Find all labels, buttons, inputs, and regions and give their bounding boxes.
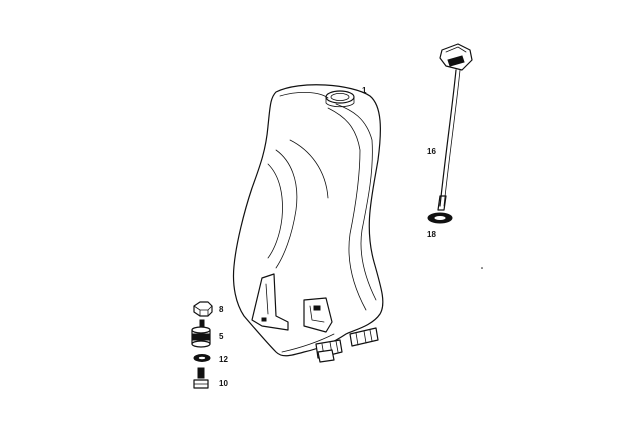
outlet-pipes [315, 327, 379, 363]
callout-10: 10 [219, 379, 228, 388]
seal-ring-part [427, 212, 453, 224]
rubber-mount-part [191, 319, 211, 348]
callout-1: 1 [362, 86, 367, 95]
nut-part [193, 301, 213, 317]
dipstick-part [437, 43, 473, 211]
tank-part [232, 84, 384, 363]
callout-8: 8 [219, 305, 224, 314]
callout-16: 16 [427, 147, 436, 156]
stray-dot [481, 267, 483, 269]
callout-18: 18 [427, 230, 436, 239]
bolt-part [193, 367, 209, 389]
callout-12: 12 [219, 355, 228, 364]
callout-5: 5 [219, 332, 224, 341]
washer-part [193, 354, 211, 362]
